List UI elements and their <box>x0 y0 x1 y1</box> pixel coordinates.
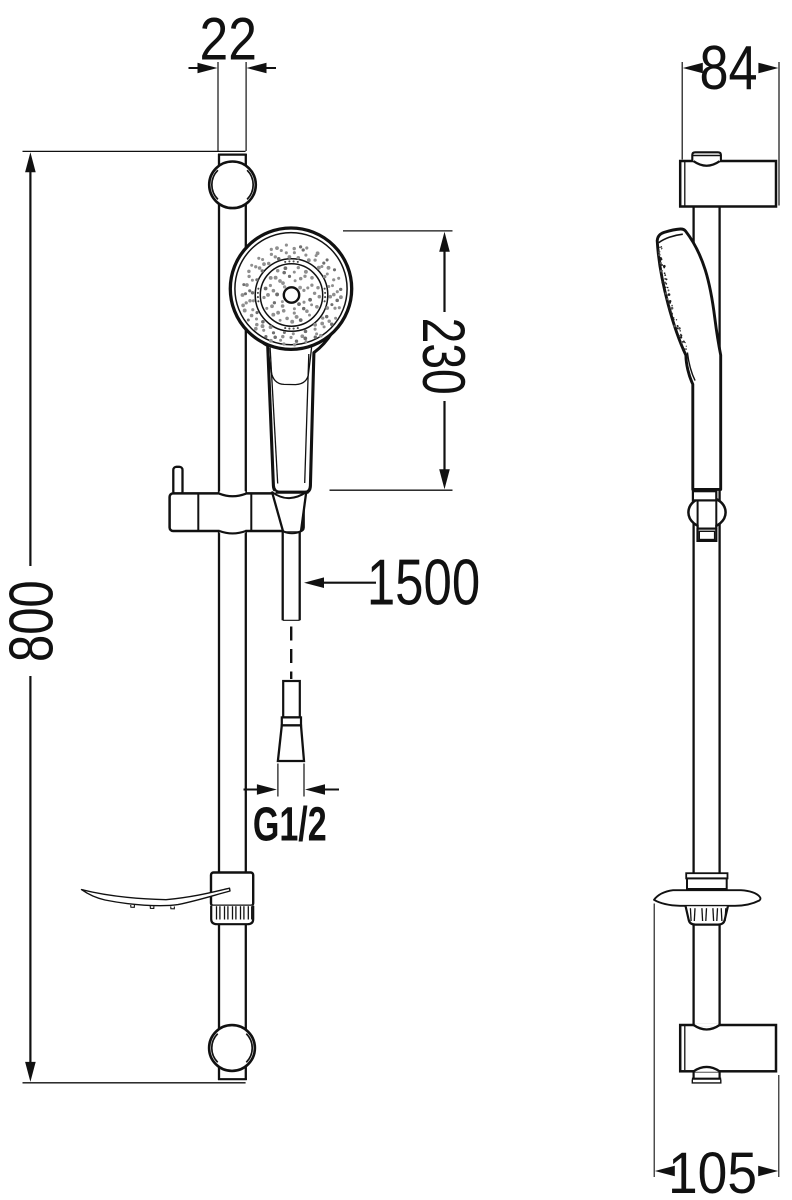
svg-text:G1/2: G1/2 <box>253 797 327 851</box>
svg-text:1500: 1500 <box>367 547 480 619</box>
svg-text:230: 230 <box>409 318 475 395</box>
svg-text:105: 105 <box>668 1141 757 1200</box>
svg-text:800: 800 <box>0 580 66 662</box>
svg-text:84: 84 <box>699 34 757 103</box>
svg-text:22: 22 <box>200 5 257 73</box>
